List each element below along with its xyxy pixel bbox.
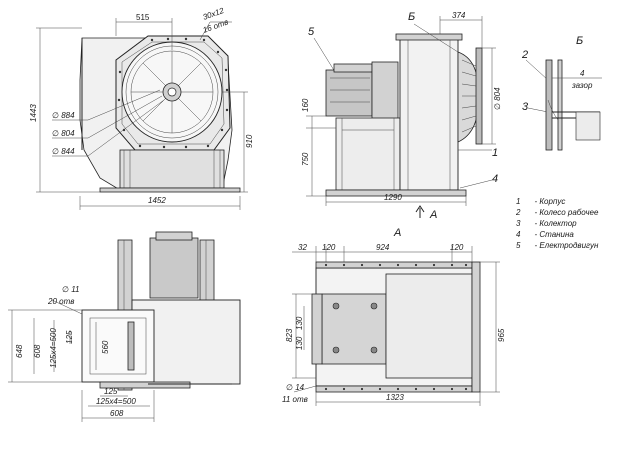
detail-b: Б 2 3 4 зазор	[521, 35, 602, 151]
dim-130b: 130	[295, 336, 304, 350]
dim-125-left: 125	[65, 330, 74, 344]
dim-1443: 1443	[29, 104, 38, 122]
dim-125-bottom: 125	[104, 387, 118, 396]
legend-2: 2- Колесо рабочее	[515, 208, 599, 217]
dim-1323: 1323	[386, 393, 404, 402]
detail-b-title: Б	[576, 35, 583, 47]
dim-965: 965	[497, 328, 506, 342]
dim-11holes: 11 отв	[282, 395, 308, 404]
callout-4: 4	[492, 173, 498, 185]
side-base	[325, 189, 467, 197]
plan-motor	[149, 237, 199, 299]
dim-130a: 130	[295, 316, 304, 330]
dim-648: 648	[15, 344, 24, 358]
detail-gap-value: 4	[580, 69, 585, 78]
legend-4: 4- Станина	[516, 230, 574, 239]
callout-b: Б	[408, 11, 415, 23]
dim-d11: ∅ 11	[62, 285, 80, 294]
dim-160: 160	[301, 98, 310, 112]
legend-5: 5- Електродвигун	[516, 241, 599, 250]
dim-515: 515	[136, 13, 150, 22]
view-a-title: A	[393, 227, 401, 239]
front-view: 515 30x12 16 отв 1443 ∅ 884 ∅ 804 ∅ 844 …	[29, 6, 254, 210]
dim-608-left: 608	[33, 344, 42, 358]
dim-d804: ∅ 804	[52, 129, 75, 138]
legend-3: 3- Колектор	[516, 219, 577, 228]
callout-5: 5	[308, 26, 315, 38]
dim-910: 910	[245, 134, 254, 148]
side-view: 5 Б 374	[301, 11, 502, 221]
flange-bolts	[117, 37, 229, 149]
dim-125x4-bottom: 125x4=500	[96, 397, 136, 406]
plan-outlet-flange	[81, 309, 155, 383]
dim-1452: 1452	[148, 196, 166, 205]
dim-d844: ∅ 844	[52, 147, 75, 156]
legend-1: 1- Корпус	[516, 197, 565, 206]
dim-608-bottom: 608	[110, 409, 124, 418]
dim-924: 924	[376, 243, 390, 252]
motor-stand	[335, 117, 401, 191]
detail-callout-3: 3	[522, 101, 529, 113]
dim-d884: ∅ 884	[52, 111, 75, 120]
legend: 1- Корпус 2- Колесо рабочее 3- Колектор …	[515, 197, 599, 250]
dim-823: 823	[285, 328, 294, 342]
dim-125x4-left: 125x4=500	[49, 328, 58, 368]
arrow-a	[415, 205, 425, 218]
dim-d14: ∅ 14	[286, 383, 305, 392]
housing-side	[399, 37, 459, 191]
dim-560: 560	[101, 340, 110, 354]
callout-1: 1	[492, 147, 498, 159]
mount-bolts	[332, 302, 378, 354]
dim-20holes: 20 отв	[47, 297, 74, 306]
dim-120-left: 120	[322, 243, 336, 252]
dim-120-right: 120	[450, 243, 464, 252]
dim-1290: 1290	[384, 193, 402, 202]
front-base	[119, 149, 225, 189]
detail-callout-2: 2	[521, 49, 528, 61]
dim-374: 374	[452, 11, 466, 20]
view-a: A 32 120 924	[282, 227, 506, 406]
dim-32: 32	[298, 243, 307, 252]
arrow-a-label: A	[429, 209, 437, 221]
motor-body	[325, 69, 373, 117]
plan-view: ∅ 11 20 отв 648 608 125x4=500 125 560 12…	[8, 231, 241, 422]
detail-gap-label: зазор	[571, 81, 593, 90]
dim-750: 750	[301, 152, 310, 166]
dim-side-d804: ∅ 804	[493, 87, 502, 110]
